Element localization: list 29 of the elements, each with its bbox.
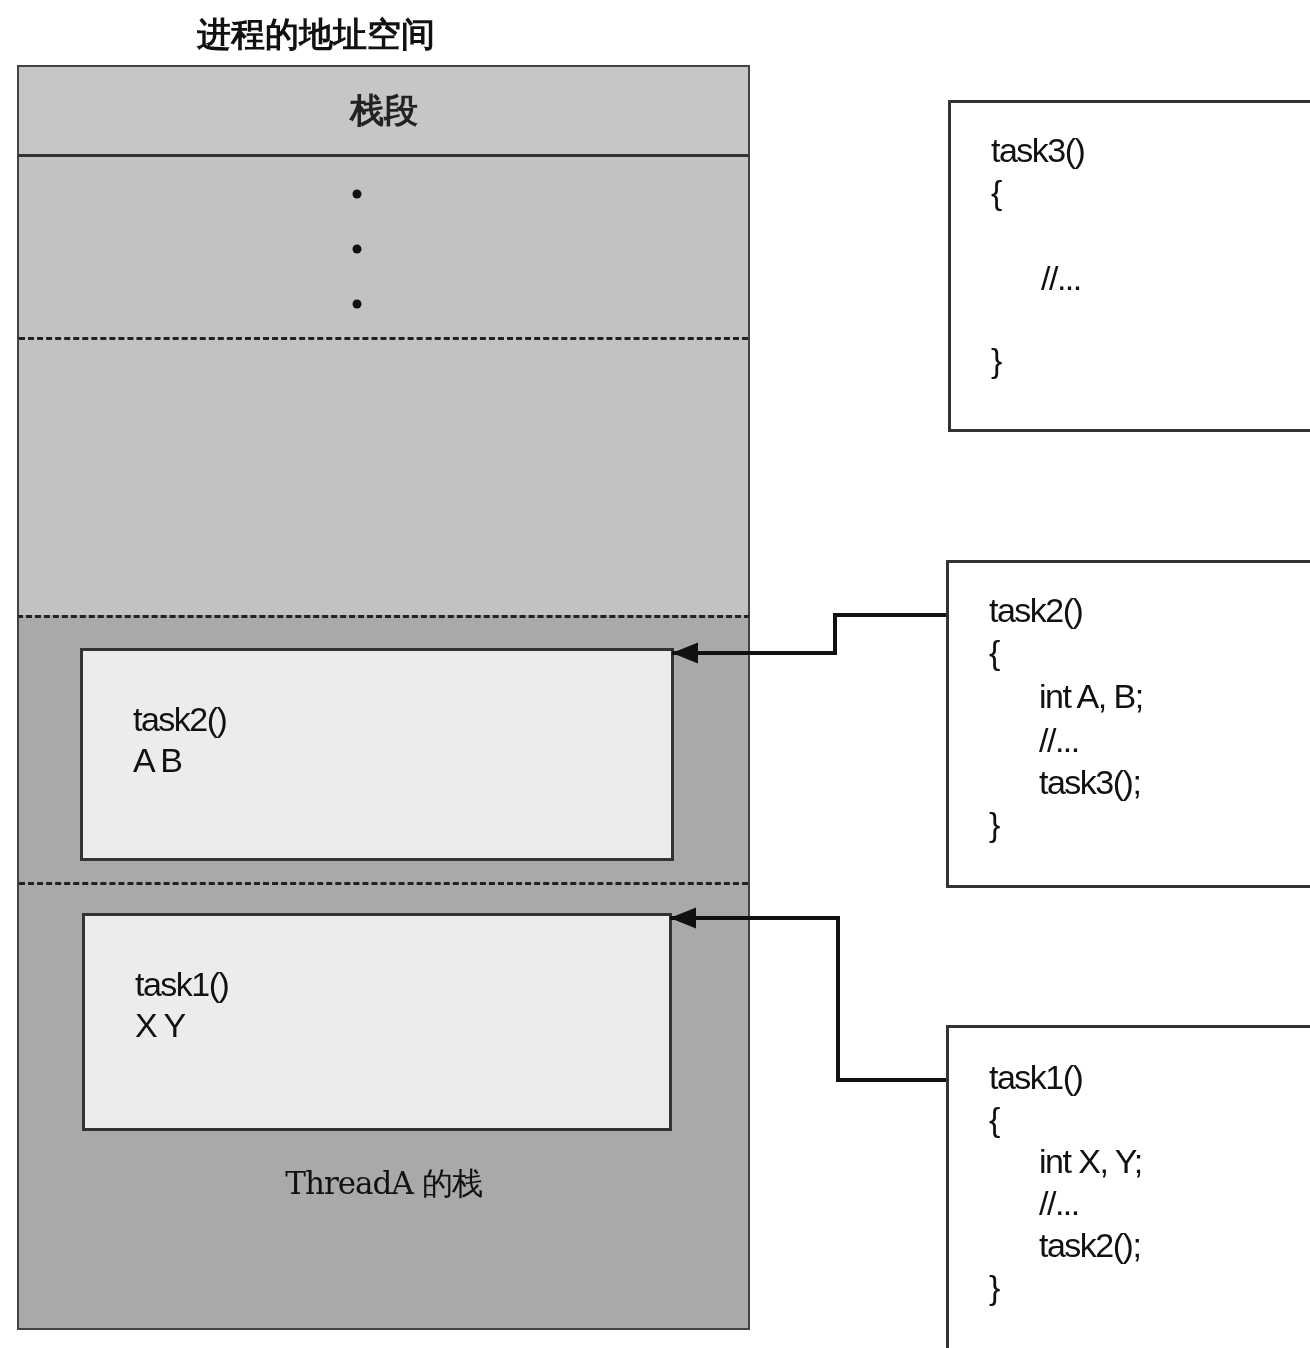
code-line: task3(); xyxy=(1039,765,1141,799)
frame-text: task1() X Y xyxy=(135,964,229,1046)
arrow xyxy=(670,907,946,1082)
code-line: } xyxy=(991,343,1001,377)
code-box xyxy=(946,1025,1310,1348)
code-line: //... xyxy=(1039,1186,1079,1220)
code-line: //... xyxy=(1041,261,1081,295)
code-line: } xyxy=(989,807,999,841)
code-line: int X, Y; xyxy=(1039,1144,1142,1178)
segment-header: 栈段 xyxy=(17,65,750,157)
code-line: task1() xyxy=(989,1060,1083,1094)
code-box xyxy=(948,100,1310,432)
code-line: { xyxy=(989,635,999,669)
code-line: int A, B; xyxy=(1039,679,1143,713)
code-box xyxy=(946,560,1310,888)
code-line: task2(); xyxy=(1039,1228,1141,1262)
code-line: { xyxy=(991,175,1001,209)
thread-stack-region xyxy=(17,615,750,1330)
arrow xyxy=(672,613,946,664)
code-line: { xyxy=(989,1102,999,1136)
code-line: task3() xyxy=(991,133,1085,167)
frame-text: task2() A B xyxy=(133,699,227,781)
heading: 进程的地址空间 xyxy=(197,13,435,56)
code-line: //... xyxy=(1039,723,1079,757)
code-line: task2() xyxy=(989,593,1083,627)
stack-label: ThreadA 的栈 xyxy=(284,1164,483,1203)
stack-frame-box xyxy=(82,913,672,1131)
code-line: } xyxy=(989,1270,999,1304)
stack-frame-box xyxy=(80,648,674,861)
